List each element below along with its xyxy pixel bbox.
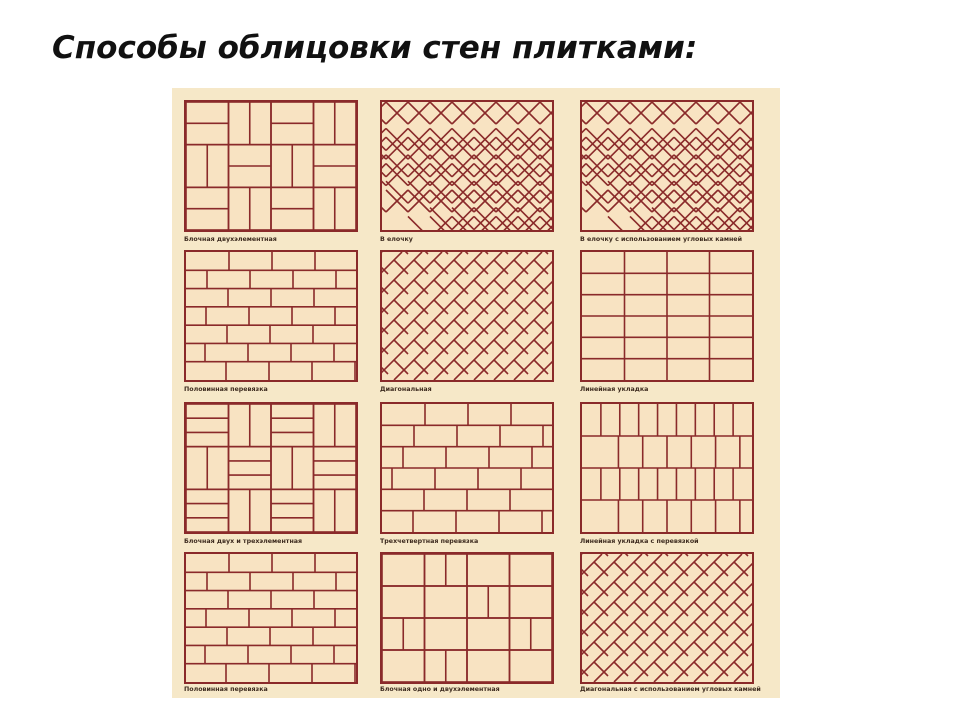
pattern-drawing <box>382 554 552 682</box>
pattern-caption: Линейная укладка <box>580 386 649 393</box>
pattern-caption: Блочная двух и трехэлементная <box>184 538 303 545</box>
pattern-block-one-two-element <box>380 552 554 684</box>
pattern-drawing <box>186 102 356 230</box>
pattern-caption: Блочная одно и двухэлементная <box>380 686 500 693</box>
pattern-linear-grid <box>580 250 754 382</box>
pattern-herringbone-corner <box>580 100 754 232</box>
pattern-diagonal-corner <box>580 552 754 684</box>
pattern-herringbone <box>380 100 554 232</box>
pattern-three-quarter-bond <box>380 402 554 534</box>
pattern-caption: Блочная двухэлементная <box>184 236 277 243</box>
pattern-caption: Диагональная <box>380 386 432 393</box>
pattern-drawing <box>382 252 552 380</box>
pattern-caption: В елочку <box>380 236 413 243</box>
pattern-block-two-element <box>184 100 358 232</box>
pattern-caption: Половинная перевязка <box>184 686 268 693</box>
pattern-caption: Половинная перевязка <box>184 386 268 393</box>
pattern-drawing <box>186 554 356 682</box>
pattern-drawing <box>582 252 752 380</box>
pattern-drawing <box>582 102 752 230</box>
pattern-half-bond <box>184 250 358 382</box>
pattern-caption: Диагональная с использованием угловых ка… <box>580 686 761 693</box>
pattern-drawing <box>382 102 552 230</box>
pattern-drawing <box>382 404 552 532</box>
pattern-half-bond <box>184 552 358 684</box>
pattern-block-two-three-element <box>184 402 358 534</box>
pattern-linear-with-bond <box>580 402 754 534</box>
slide-title: Способы облицовки стен плитками: <box>52 30 698 66</box>
pattern-diagonal <box>380 250 554 382</box>
pattern-caption: В елочку с использованием угловых камней <box>580 236 742 243</box>
pattern-drawing <box>582 554 752 682</box>
pattern-drawing <box>186 252 356 380</box>
tile-patterns-panel: Блочная двухэлементная В елочку В елочку… <box>172 88 780 698</box>
pattern-caption: Трехчетвертная перевязка <box>380 538 479 545</box>
pattern-caption: Линейная укладка с перевязкой <box>580 538 699 545</box>
pattern-drawing <box>582 404 752 532</box>
pattern-drawing <box>186 404 356 532</box>
